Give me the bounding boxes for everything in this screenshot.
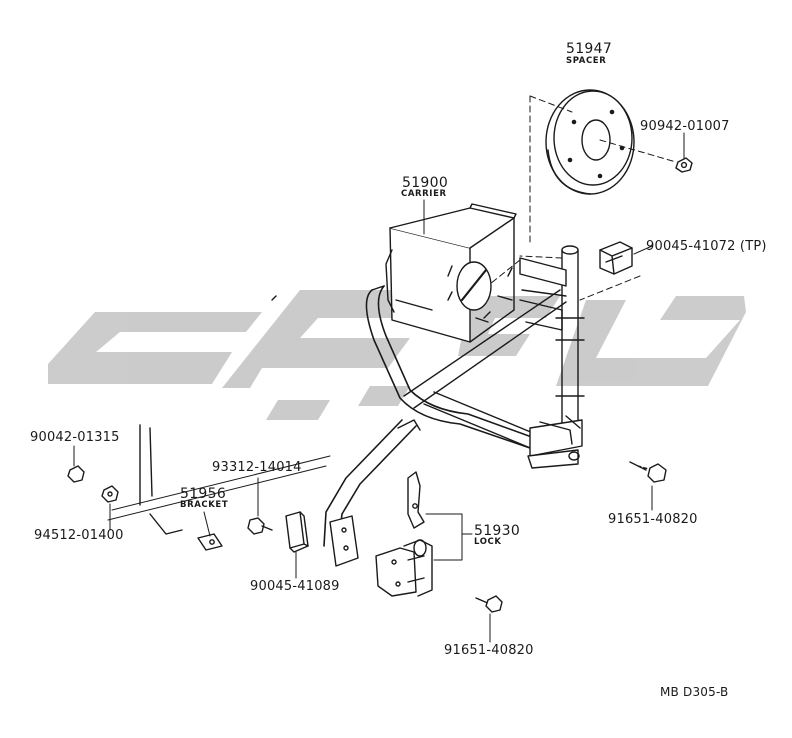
small-cushion-part-number: 90045-41089 (250, 579, 340, 594)
lock-shape (375, 471, 433, 597)
bracket-bolt-shape (247, 517, 273, 535)
right-bolt-shape (629, 461, 667, 483)
small-cushion-shape (285, 511, 309, 553)
drawing-code: MB D305-B (660, 685, 729, 699)
bracket-part-name: BRACKET (180, 500, 229, 510)
cushion-part-number: 90045-41072 (TP) (646, 239, 767, 254)
line-art (67, 89, 693, 643)
bracket-shape (107, 424, 331, 551)
cushion-shape (599, 241, 633, 275)
left-nut-shape (67, 465, 85, 483)
carrier-part-name: CARRIER (401, 189, 447, 199)
spacer-part-name: SPACER (566, 56, 607, 66)
bottom-bolt-part-number: 91651-40820 (444, 643, 534, 658)
lock-part-number: 51930 (474, 523, 521, 539)
left-nut-part-number: 90042-01315 (30, 430, 120, 445)
bracket-part-number: 51956 (180, 486, 227, 502)
right-bolt-part-number: 91651-40820 (608, 512, 698, 527)
bracket-bolt-part-number: 93312-14014 (212, 460, 302, 475)
lock-part-name: LOCK (474, 537, 502, 547)
left-clip-shape (101, 485, 119, 503)
spacer-nut-shape (675, 157, 693, 173)
carrier-box (385, 203, 517, 343)
carrier-frame (323, 245, 585, 567)
spacer-part-number: 51947 (566, 41, 613, 57)
spacer-nut-part-number: 90942-01007 (640, 119, 730, 134)
spacer-disc (545, 89, 635, 195)
left-clip-part-number: 94512-01400 (34, 528, 124, 543)
carrier-part-number: 51900 (402, 175, 449, 191)
bottom-bolt-shape (475, 595, 503, 613)
leader-lines (73, 132, 685, 643)
